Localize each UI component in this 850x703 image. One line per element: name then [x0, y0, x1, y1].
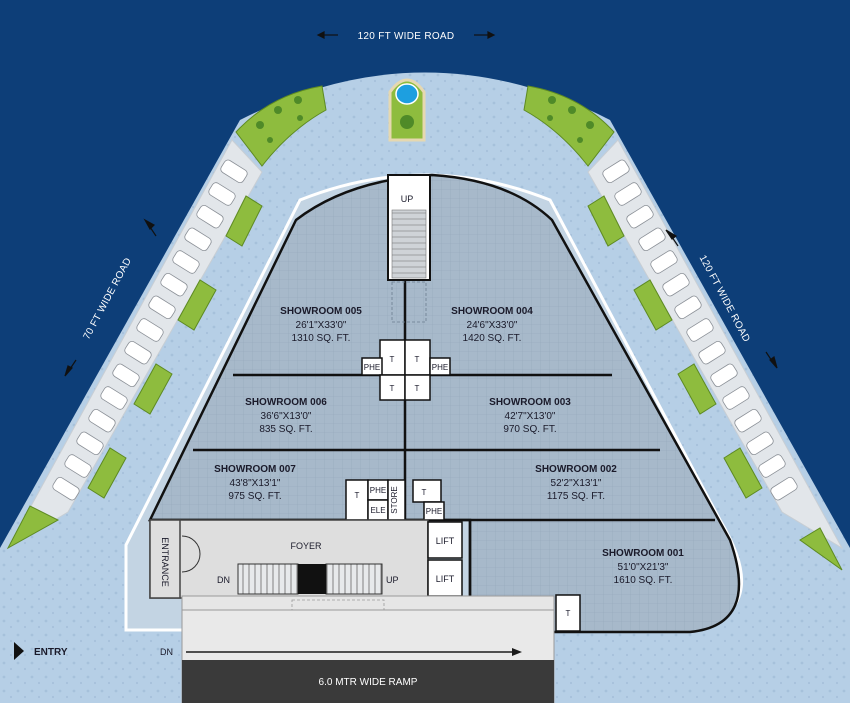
- showroom-002-area: 1175 SQ. FT.: [547, 491, 605, 502]
- ele-label: ELE: [370, 506, 385, 515]
- parked-car: [758, 454, 786, 478]
- foyer-label: FOYER: [290, 541, 322, 551]
- parked-car: [184, 227, 212, 252]
- parked-car: [88, 408, 116, 433]
- showroom-002-name: SHOWROOM 002: [535, 464, 617, 475]
- toilet-block-upper: [361, 339, 451, 401]
- showroom-006-dim: 36'6"X13'0": [261, 411, 312, 422]
- showroom-007-area: 975 SQ. FT.: [228, 491, 281, 502]
- parked-car: [662, 272, 690, 297]
- showroom-003-name: SHOWROOM 003: [489, 397, 571, 408]
- parked-car: [136, 318, 164, 342]
- showroom-005-dim: 26'1"X33'0": [296, 320, 347, 331]
- showroom-004-dim: 24'6"X33'0": [467, 320, 518, 331]
- parked-cars-right: [602, 159, 798, 501]
- toilet-label: T: [390, 355, 395, 364]
- phe-label: PHE: [432, 363, 448, 372]
- garden-top-right: [523, 85, 615, 167]
- parked-car: [100, 386, 128, 410]
- lift-label: LIFT: [436, 574, 455, 584]
- entrance-label: ENTRANCE: [160, 537, 170, 587]
- stair-up-label: UP: [401, 194, 414, 204]
- phe-label: PHE: [364, 363, 380, 372]
- phe-label: PHE: [426, 507, 442, 516]
- showroom-003-area: 970 SQ. FT.: [503, 424, 556, 435]
- lift-label: LIFT: [436, 536, 455, 546]
- parked-car: [52, 476, 80, 501]
- parked-car: [112, 363, 140, 388]
- showroom-floor: [148, 173, 741, 634]
- parked-car: [770, 476, 798, 501]
- showroom-001-name: SHOWROOM 001: [602, 548, 684, 559]
- parked-car: [172, 250, 200, 274]
- ramp-label: 6.0 MTR WIDE RAMP: [319, 677, 418, 688]
- garden-strips-left: [6, 195, 263, 550]
- parked-car: [64, 454, 92, 478]
- showroom-004-area: 1420 SQ. FT.: [463, 333, 522, 344]
- parked-cars-left: [52, 159, 248, 501]
- parked-car: [650, 250, 678, 274]
- toilet-label: T: [422, 488, 427, 497]
- parked-car: [722, 386, 750, 410]
- toilet-label: T: [390, 384, 395, 393]
- phe-label: PHE: [370, 486, 386, 495]
- showroom-006-name: SHOWROOM 006: [245, 397, 327, 408]
- showroom-007-dim: 43'8"X13'1": [230, 478, 281, 489]
- parked-car: [698, 340, 726, 365]
- showroom-003-dim: 42'7"X13'0": [505, 411, 556, 422]
- toilet-block-lower: [345, 479, 445, 521]
- road-arrows: [64, 31, 778, 377]
- parked-car: [220, 159, 248, 184]
- parked-car: [626, 204, 654, 229]
- showroom-002-dim: 52'2"X13'1": [551, 478, 602, 489]
- showroom-004-name: SHOWROOM 004: [451, 306, 533, 317]
- showroom-001-area: 1610 SQ. FT.: [614, 575, 673, 586]
- toilet-label: T: [566, 609, 571, 618]
- parked-car: [602, 159, 630, 184]
- entry-label: ENTRY: [34, 647, 68, 658]
- stair-down-label: DN: [217, 575, 230, 585]
- parked-car: [686, 318, 714, 342]
- parked-car: [160, 272, 188, 297]
- garden-top-left: [235, 85, 327, 167]
- store-label: STORE: [390, 486, 399, 513]
- stair-core: [387, 174, 431, 323]
- parked-car: [674, 295, 702, 320]
- toilet-label: T: [415, 384, 420, 393]
- ramp: [181, 595, 555, 703]
- ramp-down-label: DN: [160, 647, 173, 657]
- road-label-top: 120 FT WIDE ROAD: [358, 31, 455, 42]
- garden-shrubs: [256, 96, 594, 143]
- parked-car: [734, 408, 762, 433]
- showroom-007-name: SHOWROOM 007: [214, 464, 296, 475]
- parked-car: [76, 431, 104, 456]
- fountain: [388, 78, 426, 142]
- parked-car: [746, 431, 774, 456]
- parked-car: [196, 204, 224, 229]
- stair-up-label: UP: [386, 575, 399, 585]
- parked-car: [710, 363, 738, 388]
- parked-car: [638, 227, 666, 252]
- entry-arrow-icon: [14, 642, 24, 660]
- garden-strips-right: [587, 195, 843, 571]
- showroom-005-name: SHOWROOM 005: [280, 306, 362, 317]
- showroom-005-area: 1310 SQ. FT.: [292, 333, 351, 344]
- parked-car: [614, 182, 642, 206]
- parked-car: [208, 182, 236, 206]
- showroom-006-area: 835 SQ. FT.: [259, 424, 312, 435]
- showroom-001-dim: 51'0"X21'3": [618, 562, 669, 573]
- parked-car: [148, 295, 176, 320]
- foyer-block: [149, 519, 581, 632]
- toilet-label: T: [355, 491, 360, 500]
- toilet-label: T: [415, 355, 420, 364]
- parked-car: [124, 340, 152, 365]
